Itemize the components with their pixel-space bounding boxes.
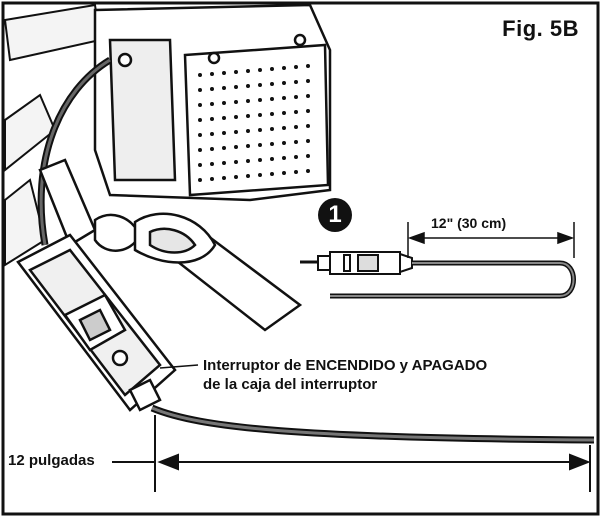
vent-grille (198, 64, 310, 182)
inset-switch (300, 251, 413, 275)
switch-label-line2: de la caja del interruptor (203, 376, 378, 393)
callout-number: 1 (318, 198, 352, 232)
switch-label-line1: Interruptor de ENCENDIDO y APAGADO (203, 357, 488, 374)
figure-label: Fig. 5B (502, 16, 579, 41)
long-dimension-label: 12 pulgadas (8, 452, 97, 469)
short-dimension-arrow (407, 222, 575, 258)
switch-label: Interruptor de ENCENDIDO y APAGADO de la… (203, 356, 487, 394)
long-dimension-arrow (112, 415, 591, 492)
strap (38, 158, 303, 332)
short-dimension-label: 12" (30 cm) (431, 215, 507, 231)
switch-box (16, 233, 177, 412)
control-box (93, 3, 332, 202)
label-leader (159, 364, 199, 369)
